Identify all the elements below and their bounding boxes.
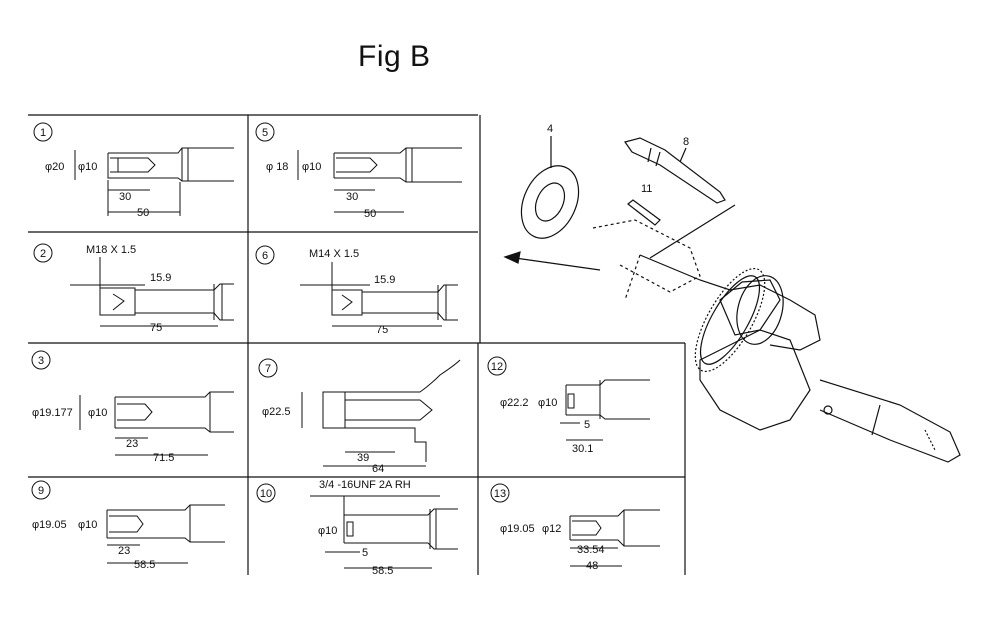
bore-label: φ10	[318, 525, 337, 537]
crankshaft-drawing: 4 8 11	[503, 123, 961, 463]
dim-a: 30	[346, 191, 358, 203]
dim-a: 30	[119, 191, 131, 203]
key-part	[627, 199, 661, 226]
panel-number: 1	[40, 127, 46, 139]
dim-b: 75	[150, 322, 162, 334]
dim-b: 50	[364, 208, 376, 220]
dim-b: 30.1	[572, 443, 593, 455]
diameter-label: φ22.2	[500, 397, 529, 409]
panel-number: 3	[38, 355, 44, 367]
bore-label: φ10	[78, 519, 97, 531]
dim-a: 15.9	[150, 272, 171, 284]
callout-11: 11	[641, 183, 652, 195]
diameter-label: φ19.05	[500, 523, 535, 535]
dim-a: 5	[362, 547, 368, 559]
dim-a: 33.54	[577, 544, 605, 556]
dim-b: 50	[137, 207, 149, 219]
crankshaft-body	[639, 254, 821, 351]
dim-a: 39	[357, 452, 369, 464]
callout-4: 4	[547, 123, 553, 135]
dim-b: 58.5	[134, 559, 155, 571]
panel-number: 5	[262, 127, 268, 139]
thread-label: M18 X 1.5	[86, 244, 136, 256]
panel-1: 1 φ20 φ10 30 50	[33, 122, 234, 219]
dim-a: 23	[118, 545, 130, 557]
thread-label: M14 X 1.5	[309, 248, 359, 260]
callout-8: 8	[683, 136, 689, 148]
panel-number: 2	[40, 248, 46, 260]
dim-a: 5	[584, 419, 590, 431]
thread-label: 3/4 -16UNF 2A RH	[319, 479, 411, 491]
diameter-label: φ 18	[266, 161, 288, 173]
figure-title: Fig B	[358, 40, 431, 73]
panel-9: 9 φ19.05 φ10 23 58.5	[31, 480, 225, 571]
dim-b: 64	[372, 463, 384, 475]
panel-13: 13 φ19.05 φ12 33.54 48	[490, 483, 660, 572]
panel-10: 10 3/4 -16UNF 2A RH φ10 5 58.5	[256, 479, 458, 577]
gear-icon	[694, 267, 766, 373]
dim-a: 23	[126, 438, 138, 450]
bore-label: φ10	[302, 161, 321, 173]
panel-12: 12 φ22.2 φ10 5 30.1	[487, 356, 650, 455]
panel-2: 2 M18 X 1.5 15.9 75	[33, 243, 234, 334]
diameter-label: φ20	[45, 161, 64, 173]
diameter-label: φ19.05	[32, 519, 67, 531]
bore-label: φ10	[78, 161, 97, 173]
panel-3: 3 φ19.177 φ10 23 71.5	[31, 350, 234, 464]
panel-7: 7 φ22.5 39 64	[258, 358, 461, 475]
direction-arrow-icon	[514, 257, 601, 271]
panel-grid	[28, 114, 686, 575]
bore-label: φ12	[542, 523, 561, 535]
panel-number: 9	[38, 485, 44, 497]
panel-6: 6 M14 X 1.5 15.9 75	[255, 245, 458, 336]
dim-b: 71.5	[153, 452, 174, 464]
diameter-label: φ22.5	[262, 406, 291, 418]
panel-number: 6	[262, 250, 268, 262]
panel-5: 5 φ 18 φ10 30 50	[255, 122, 462, 220]
direction-arrow-head	[503, 251, 521, 264]
panel-number: 12	[491, 361, 503, 373]
panel-number: 13	[494, 488, 506, 500]
panel-number: 7	[265, 363, 271, 375]
bore-label: φ10	[88, 407, 107, 419]
dim-b: 75	[376, 324, 388, 336]
dim-b: 58.5	[372, 565, 393, 577]
dim-b: 48	[586, 560, 598, 572]
dim-a: 15.9	[374, 274, 395, 286]
bore-label: φ10	[538, 397, 557, 409]
shaft-part	[624, 137, 726, 204]
panel-number: 10	[260, 488, 272, 500]
diameter-label: φ19.177	[32, 407, 73, 419]
washer-part	[520, 165, 580, 239]
